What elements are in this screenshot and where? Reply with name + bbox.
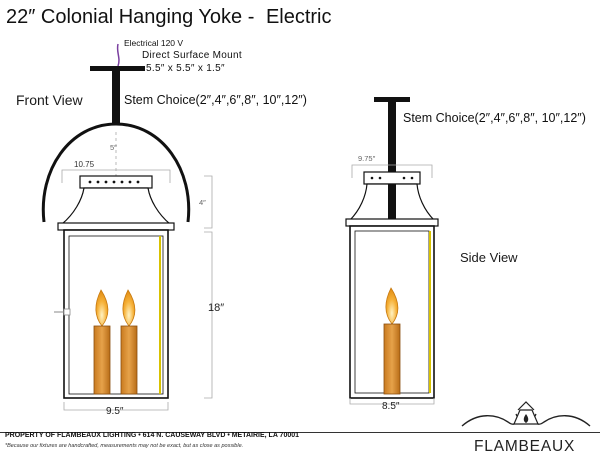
mount-label: Direct Surface Mount [142,50,242,61]
front-yoke-arc [41,122,191,223]
brand-name: FLAMBEAUX [474,438,576,455]
side-mount-plate [374,97,410,102]
front-lantern-body [63,229,169,399]
title-main: 22″ Colonial Hanging Yoke - [6,6,255,28]
front-top-width-guide [61,169,171,183]
side-view-label: Side View [460,250,518,265]
front-cap-height-guide [204,175,213,229]
front-dim-cap-height: 4″ [199,198,206,207]
front-mount-plate [90,66,145,71]
side-width-guide [349,398,435,405]
front-cap-flare [60,187,172,225]
front-cap-band [57,222,175,231]
title-suffix: Electric [265,6,332,28]
side-dim-width: 8.5″ [382,401,400,412]
footer-divider [0,432,600,433]
front-candle-left [93,289,111,395]
mount-dims: 5.5″ x 5.5″ x 1.5″ [146,63,225,74]
front-dim-width: 9.5″ [106,406,124,417]
diagram-title: 22″ Colonial Hanging Yoke - Electric [6,6,332,29]
side-stem-choice: Stem Choice(2″,4″,6″,8″, 10″,12″) [403,111,586,125]
front-candle-right [120,289,138,395]
side-dim-top-width: 9.75″ [358,154,376,163]
front-cap-vents [88,180,140,184]
front-dim-top-width: 10.75 [74,160,95,169]
brand-logo-ornament [461,401,591,427]
side-cap-band [345,218,439,227]
side-cap-vents [370,176,414,180]
front-stem-choice: Stem Choice(2″,4″,6″,8″, 10″,12″) [124,93,307,107]
footer-disclaimer: *Because our fixtures are handcrafted, m… [5,443,244,449]
front-height-guide [204,231,213,399]
side-view-drawing [345,97,439,405]
footer-company-line: PROPERTY OF FLAMBEAUX LIGHTING • 614 N. … [5,432,300,439]
front-view-drawing [41,43,213,411]
front-stem [112,70,120,124]
front-dim-yoke-gap: 5″ [110,143,117,152]
electrical-note: Electrical 120 V [124,38,184,48]
side-stem [388,101,396,225]
front-view-label: Front View [16,92,83,108]
electrical-wire [116,43,120,67]
side-top-width-guide [351,164,433,178]
front-dim-height: 18″ [208,302,225,314]
side-candle [383,287,401,395]
front-width-guide [63,402,169,411]
